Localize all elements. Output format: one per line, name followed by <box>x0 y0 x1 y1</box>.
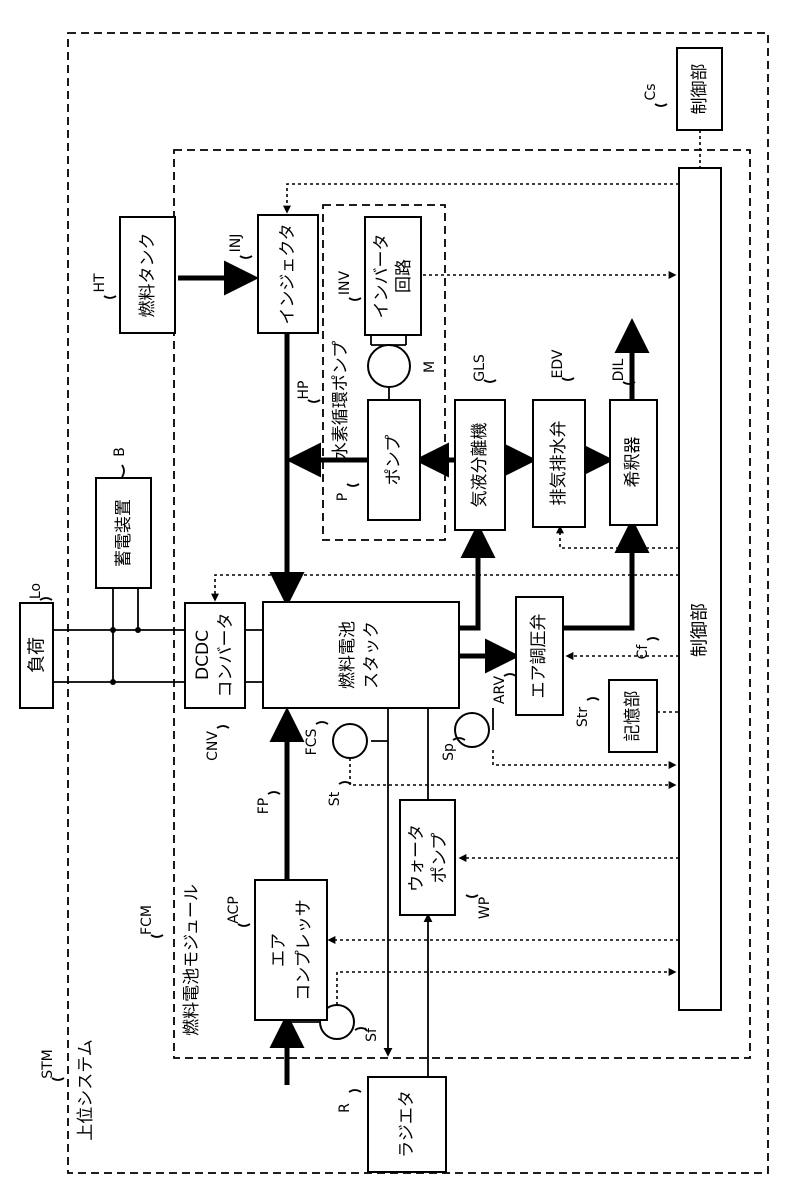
svg-text:インバータ: インバータ <box>372 234 392 319</box>
ref-gls: GLS <box>472 354 488 382</box>
ref-cnv: CNV <box>205 731 221 761</box>
svg-text:記憶部: 記憶部 <box>623 691 643 742</box>
svg-text:回路: 回路 <box>394 259 414 293</box>
fuel-tank-block: 燃料タンク <box>120 217 175 333</box>
air-compressor-block: エア コンプレッサ <box>255 880 327 1020</box>
ref-cf: Cf <box>635 644 651 660</box>
pump-block: ポンプ <box>368 400 420 520</box>
dcdc-converter-block: DCDC コンバータ <box>185 603 245 708</box>
ref-arv: ARV <box>492 676 508 705</box>
system-caption: 上位システム <box>76 1039 96 1141</box>
gas-liquid-separator-block: 気液分離機 <box>455 400 505 530</box>
ref-str: Str <box>575 707 591 727</box>
ref-dil: DIL <box>611 358 627 381</box>
ref-inv: INV <box>337 270 353 295</box>
svg-text:負荷: 負荷 <box>27 637 48 673</box>
svg-text:蓄電装置: 蓄電装置 <box>114 499 134 567</box>
svg-text:ポンプ: ポンプ <box>430 833 450 884</box>
svg-text:希釈器: 希釈器 <box>623 437 643 488</box>
fuel-cell-stack-block: 燃料電池 スタック <box>263 602 459 708</box>
svg-text:ポンプ: ポンプ <box>384 435 404 486</box>
memory-block: 記憶部 <box>609 680 657 752</box>
storage-device-block: 蓄電装置 <box>96 478 151 588</box>
ref-acp: ACP <box>226 896 242 924</box>
svg-text:ウォータ: ウォータ <box>407 824 427 892</box>
load-block: 負荷 <box>20 603 53 708</box>
svg-text:制御部: 制御部 <box>690 64 710 115</box>
ref-b: B <box>112 447 128 457</box>
ref-sp: Sp <box>441 743 457 761</box>
ref-st: St <box>327 791 343 806</box>
ref-fcs: FCS <box>304 729 320 756</box>
air-pressure-valve-block: エア調圧弁 <box>516 597 563 715</box>
exhaust-drain-valve-block: 排気排水弁 <box>533 400 585 527</box>
module-caption: 燃料電池モジュール <box>182 884 202 1036</box>
pressure-sensor-sp <box>455 713 489 747</box>
svg-text:スタック: スタック <box>362 621 382 689</box>
controller-block: 制御部 <box>679 168 721 1010</box>
ref-fp: FP <box>256 798 272 815</box>
ref-edv: EDV <box>550 349 566 378</box>
diluter-block: 希釈器 <box>610 400 657 525</box>
svg-text:インジェクタ: インジェクタ <box>278 223 298 324</box>
ref-ht: HT <box>92 273 108 293</box>
ref-wp: WP <box>477 897 493 919</box>
svg-text:排気排水弁: 排気排水弁 <box>549 421 569 506</box>
inverter-block: インバータ 回路 <box>365 217 421 335</box>
ref-cs: Cs <box>643 83 659 100</box>
svg-text:エア: エア <box>269 933 289 967</box>
motor-symbol <box>368 345 410 387</box>
svg-text:制御部: 制御部 <box>690 603 711 657</box>
ref-p: P <box>335 493 351 501</box>
h2-pump-group-caption: 水素循環ポンプ <box>331 341 351 460</box>
injector-block: インジェクタ <box>258 215 318 333</box>
svg-text:コンプレッサ: コンプレッサ <box>294 899 314 1001</box>
upper-controller-block: 制御部 <box>677 48 722 130</box>
svg-text:燃料タンク: 燃料タンク <box>138 233 158 318</box>
radiator-block: ラジエタ <box>368 1077 446 1172</box>
ref-hp: HP <box>296 381 312 400</box>
svg-text:気液分離機: 気液分離機 <box>470 423 490 508</box>
ref-inj: INJ <box>228 234 244 253</box>
svg-text:DCDC: DCDC <box>193 630 213 680</box>
ref-lo: Lo <box>28 583 44 599</box>
svg-text:コンバータ: コンバータ <box>216 613 236 698</box>
temperature-sensor-st <box>333 724 367 758</box>
ref-m: M <box>422 361 438 373</box>
svg-text:エア調圧弁: エア調圧弁 <box>529 614 549 699</box>
ref-stm: STM <box>40 1049 56 1079</box>
svg-text:燃料電池: 燃料電池 <box>338 621 358 689</box>
water-pump-block: ウォータ ポンプ <box>400 800 455 915</box>
ref-r: R <box>337 1103 353 1113</box>
svg-text:ラジエタ: ラジエタ <box>397 1090 417 1158</box>
ref-fcm: FCM <box>139 905 155 935</box>
